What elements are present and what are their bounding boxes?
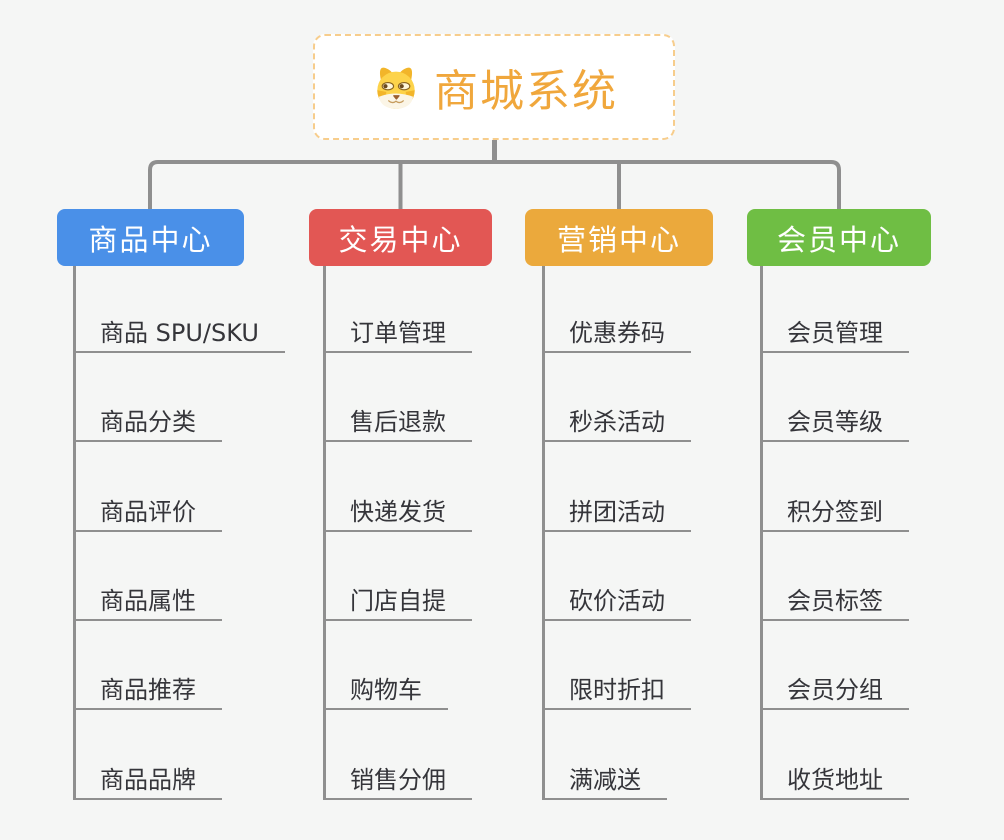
- leaf-node[interactable]: 售后退款: [323, 404, 472, 442]
- leaf-node[interactable]: 购物车: [323, 672, 448, 710]
- leaf-node[interactable]: 商品推荐: [73, 672, 222, 710]
- leaf-node[interactable]: 拼团活动: [542, 494, 691, 532]
- leaf-node[interactable]: 优惠券码: [542, 315, 691, 353]
- leaf-node[interactable]: 满减送: [542, 762, 667, 800]
- branch-node-marketing-center[interactable]: 营销中心: [525, 209, 713, 266]
- leaf-node[interactable]: 商品 SPU/SKU: [73, 315, 285, 353]
- root-title: 商城系统: [434, 66, 618, 117]
- leaf-node[interactable]: 商品评价: [73, 494, 222, 532]
- leaf-node[interactable]: 限时折扣: [542, 672, 691, 710]
- branch-node-product-center[interactable]: 商品中心: [57, 209, 244, 266]
- leaf-node[interactable]: 商品品牌: [73, 762, 222, 800]
- leaf-node[interactable]: 商品分类: [73, 404, 222, 442]
- leaf-node[interactable]: 收货地址: [760, 762, 909, 800]
- leaf-node[interactable]: 会员标签: [760, 583, 909, 621]
- leaf-node[interactable]: 砍价活动: [542, 583, 691, 621]
- leaf-node[interactable]: 商品属性: [73, 583, 222, 621]
- branch-node-trade-center[interactable]: 交易中心: [309, 209, 492, 266]
- doge-dog-icon: [377, 67, 415, 109]
- root-node[interactable]: 商城系统: [313, 34, 675, 140]
- leaf-node[interactable]: 会员分组: [760, 672, 909, 710]
- leaf-node[interactable]: 销售分佣: [323, 762, 472, 800]
- leaf-node[interactable]: 秒杀活动: [542, 404, 691, 442]
- leaf-node[interactable]: 快递发货: [323, 494, 472, 532]
- leaf-node[interactable]: 积分签到: [760, 494, 909, 532]
- branch-node-member-center[interactable]: 会员中心: [747, 209, 931, 266]
- leaf-node[interactable]: 会员等级: [760, 404, 909, 442]
- leaf-node[interactable]: 会员管理: [760, 315, 909, 353]
- leaf-node[interactable]: 订单管理: [323, 315, 472, 353]
- leaf-node[interactable]: 门店自提: [323, 583, 472, 621]
